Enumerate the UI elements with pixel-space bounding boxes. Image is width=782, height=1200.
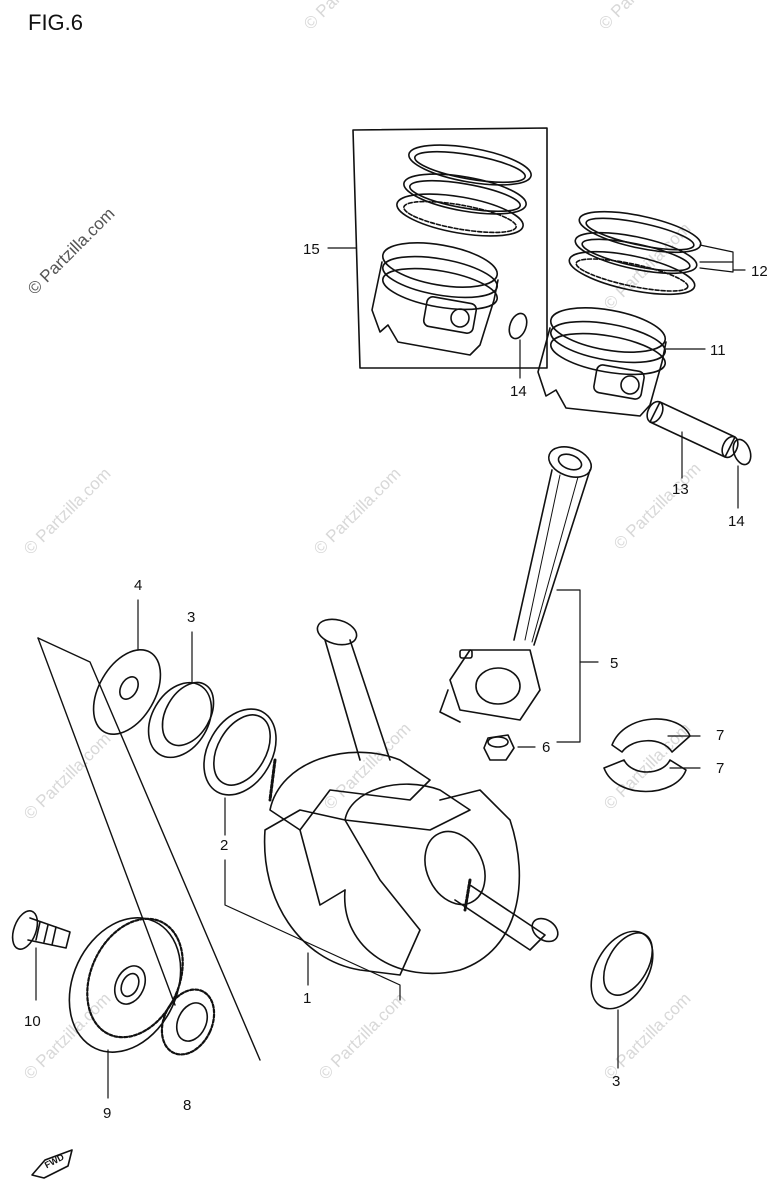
part-number-15[interactable]: 15 <box>303 241 320 258</box>
crank-bolt <box>11 910 71 1001</box>
main-bearing-lower <box>590 930 654 1069</box>
main-bearing-upper <box>147 631 215 759</box>
conrod-bearing-upper <box>611 718 701 753</box>
connecting-rod <box>439 446 599 743</box>
section-boundary <box>37 637 261 1061</box>
part-number-6[interactable]: 6 <box>542 739 551 756</box>
part-number-10[interactable]: 10 <box>24 1013 41 1030</box>
circlip-right <box>732 438 752 509</box>
con-rod-nut <box>483 734 536 761</box>
primary-drive-gear <box>68 917 184 1099</box>
thrust-washer <box>92 599 162 736</box>
piston <box>537 307 706 417</box>
part-number-3[interactable]: 3 <box>187 609 196 626</box>
figure-title: FIG.6 <box>28 10 84 35</box>
part-number-14[interactable]: 14 <box>728 513 745 530</box>
piston-kit-frame <box>327 127 548 369</box>
part-number-3[interactable]: 3 <box>612 1073 621 1090</box>
cam-drive-gear <box>160 988 216 1056</box>
part-number-5[interactable]: 5 <box>610 655 619 672</box>
conrod-bearing-lower <box>603 759 701 793</box>
part-number-9[interactable]: 9 <box>103 1105 112 1122</box>
kit-piston-rings <box>396 144 532 237</box>
part-number-2[interactable]: 2 <box>220 837 229 854</box>
part-number-4[interactable]: 4 <box>134 577 143 594</box>
circlip-left <box>508 312 528 379</box>
crankshaft <box>263 618 559 976</box>
part-number-11[interactable]: 11 <box>710 342 726 359</box>
kit-piston <box>371 242 499 356</box>
part-number-14[interactable]: 14 <box>510 383 527 400</box>
part-number-13[interactable]: 13 <box>672 481 689 498</box>
piston-pin <box>646 400 739 479</box>
part-number-7[interactable]: 7 <box>716 727 725 744</box>
part-number-1[interactable]: 1 <box>303 990 312 1007</box>
fwd-arrow-icon <box>31 1149 73 1179</box>
part-number-7[interactable]: 7 <box>716 760 725 777</box>
piston-rings <box>568 210 746 296</box>
part-number-12[interactable]: 12 <box>751 263 768 280</box>
part-number-8[interactable]: 8 <box>183 1097 192 1114</box>
thrust-bearing <box>203 708 401 1001</box>
